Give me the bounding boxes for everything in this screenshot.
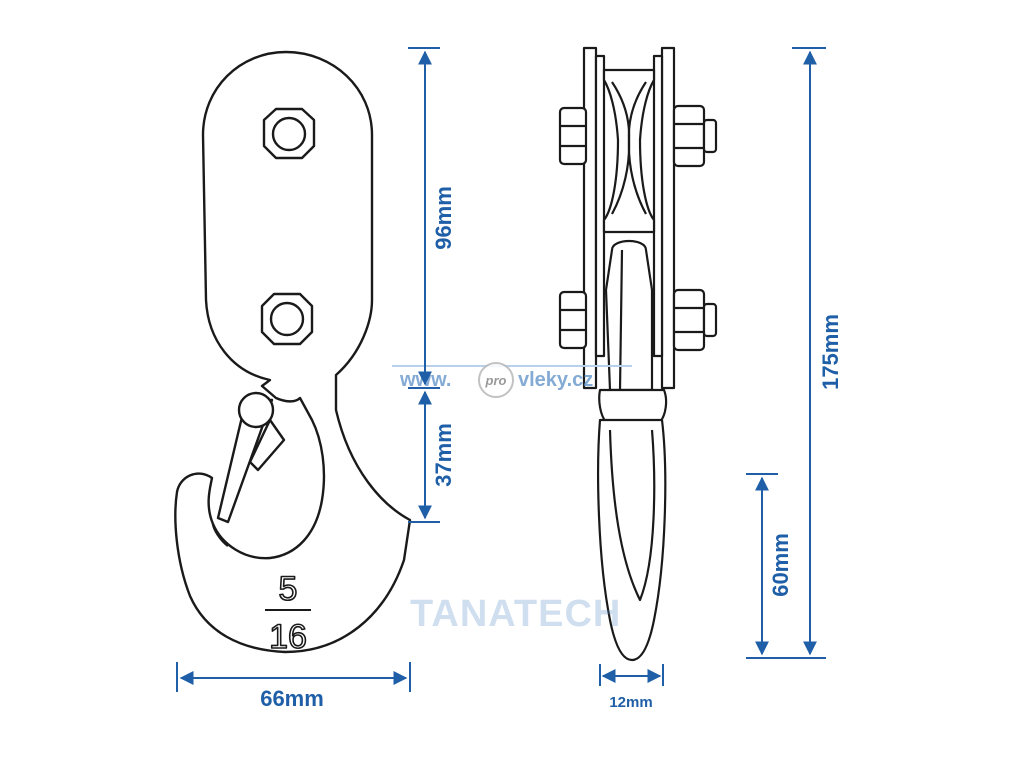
right-inner-plate [652, 54, 664, 358]
left-inner-plate [594, 54, 606, 358]
top-bolt [558, 104, 718, 168]
dim-thickness-label: 12mm [609, 694, 652, 711]
top-bolt-right-nut [672, 104, 706, 168]
latch-hinge-plate [248, 418, 286, 472]
right-cheek-plate [660, 46, 676, 390]
bottom-bolt [558, 288, 718, 352]
hook-tip-inner-curve [608, 429, 656, 602]
bottom-bolt-left-nut [558, 290, 588, 350]
hook-body-outline [174, 50, 412, 654]
dim-opening-label: 37mm [431, 423, 456, 487]
bottom-nut [260, 292, 314, 346]
marking-numerator: 5 [279, 570, 298, 608]
dimension-lines [176, 47, 826, 692]
top-bolt-left-nut [558, 106, 588, 166]
dim-eye-height-label: 96mm [431, 186, 456, 250]
watermark-site-suffix: vleky.cz [518, 369, 593, 391]
latch-hinge-pin [237, 391, 275, 429]
hook-shank-side [604, 239, 654, 392]
bottom-bolt-right-nut [672, 288, 706, 352]
top-nut-hole [271, 116, 307, 152]
sheave-groove-right [627, 81, 647, 215]
dimension-labels: 96mm 37mm 66mm 175mm 60mm 12mm [260, 186, 843, 711]
site-watermark: www. pro vleky.cz [392, 362, 632, 398]
hook-throat-line [211, 523, 229, 547]
dim-depth-label: 60mm [768, 533, 793, 597]
top-bolt-tip [702, 118, 718, 154]
brand-watermark: TANATECH [410, 593, 621, 635]
hook-tip-side [597, 418, 667, 662]
marking-denominator: 16 [269, 618, 307, 656]
dim-width-label: 66mm [260, 686, 324, 711]
bottom-nut-hole [269, 301, 305, 337]
watermark-pro-badge [478, 362, 514, 398]
latch-spring [598, 388, 668, 424]
dim-total-label: 175mm [818, 314, 843, 390]
top-nut [262, 107, 316, 160]
bottom-bolt-tip [702, 302, 718, 338]
watermark-site-badge: pro [485, 373, 507, 388]
front-view-hook: 5 16 [174, 50, 412, 657]
side-view-pulley [558, 46, 718, 662]
